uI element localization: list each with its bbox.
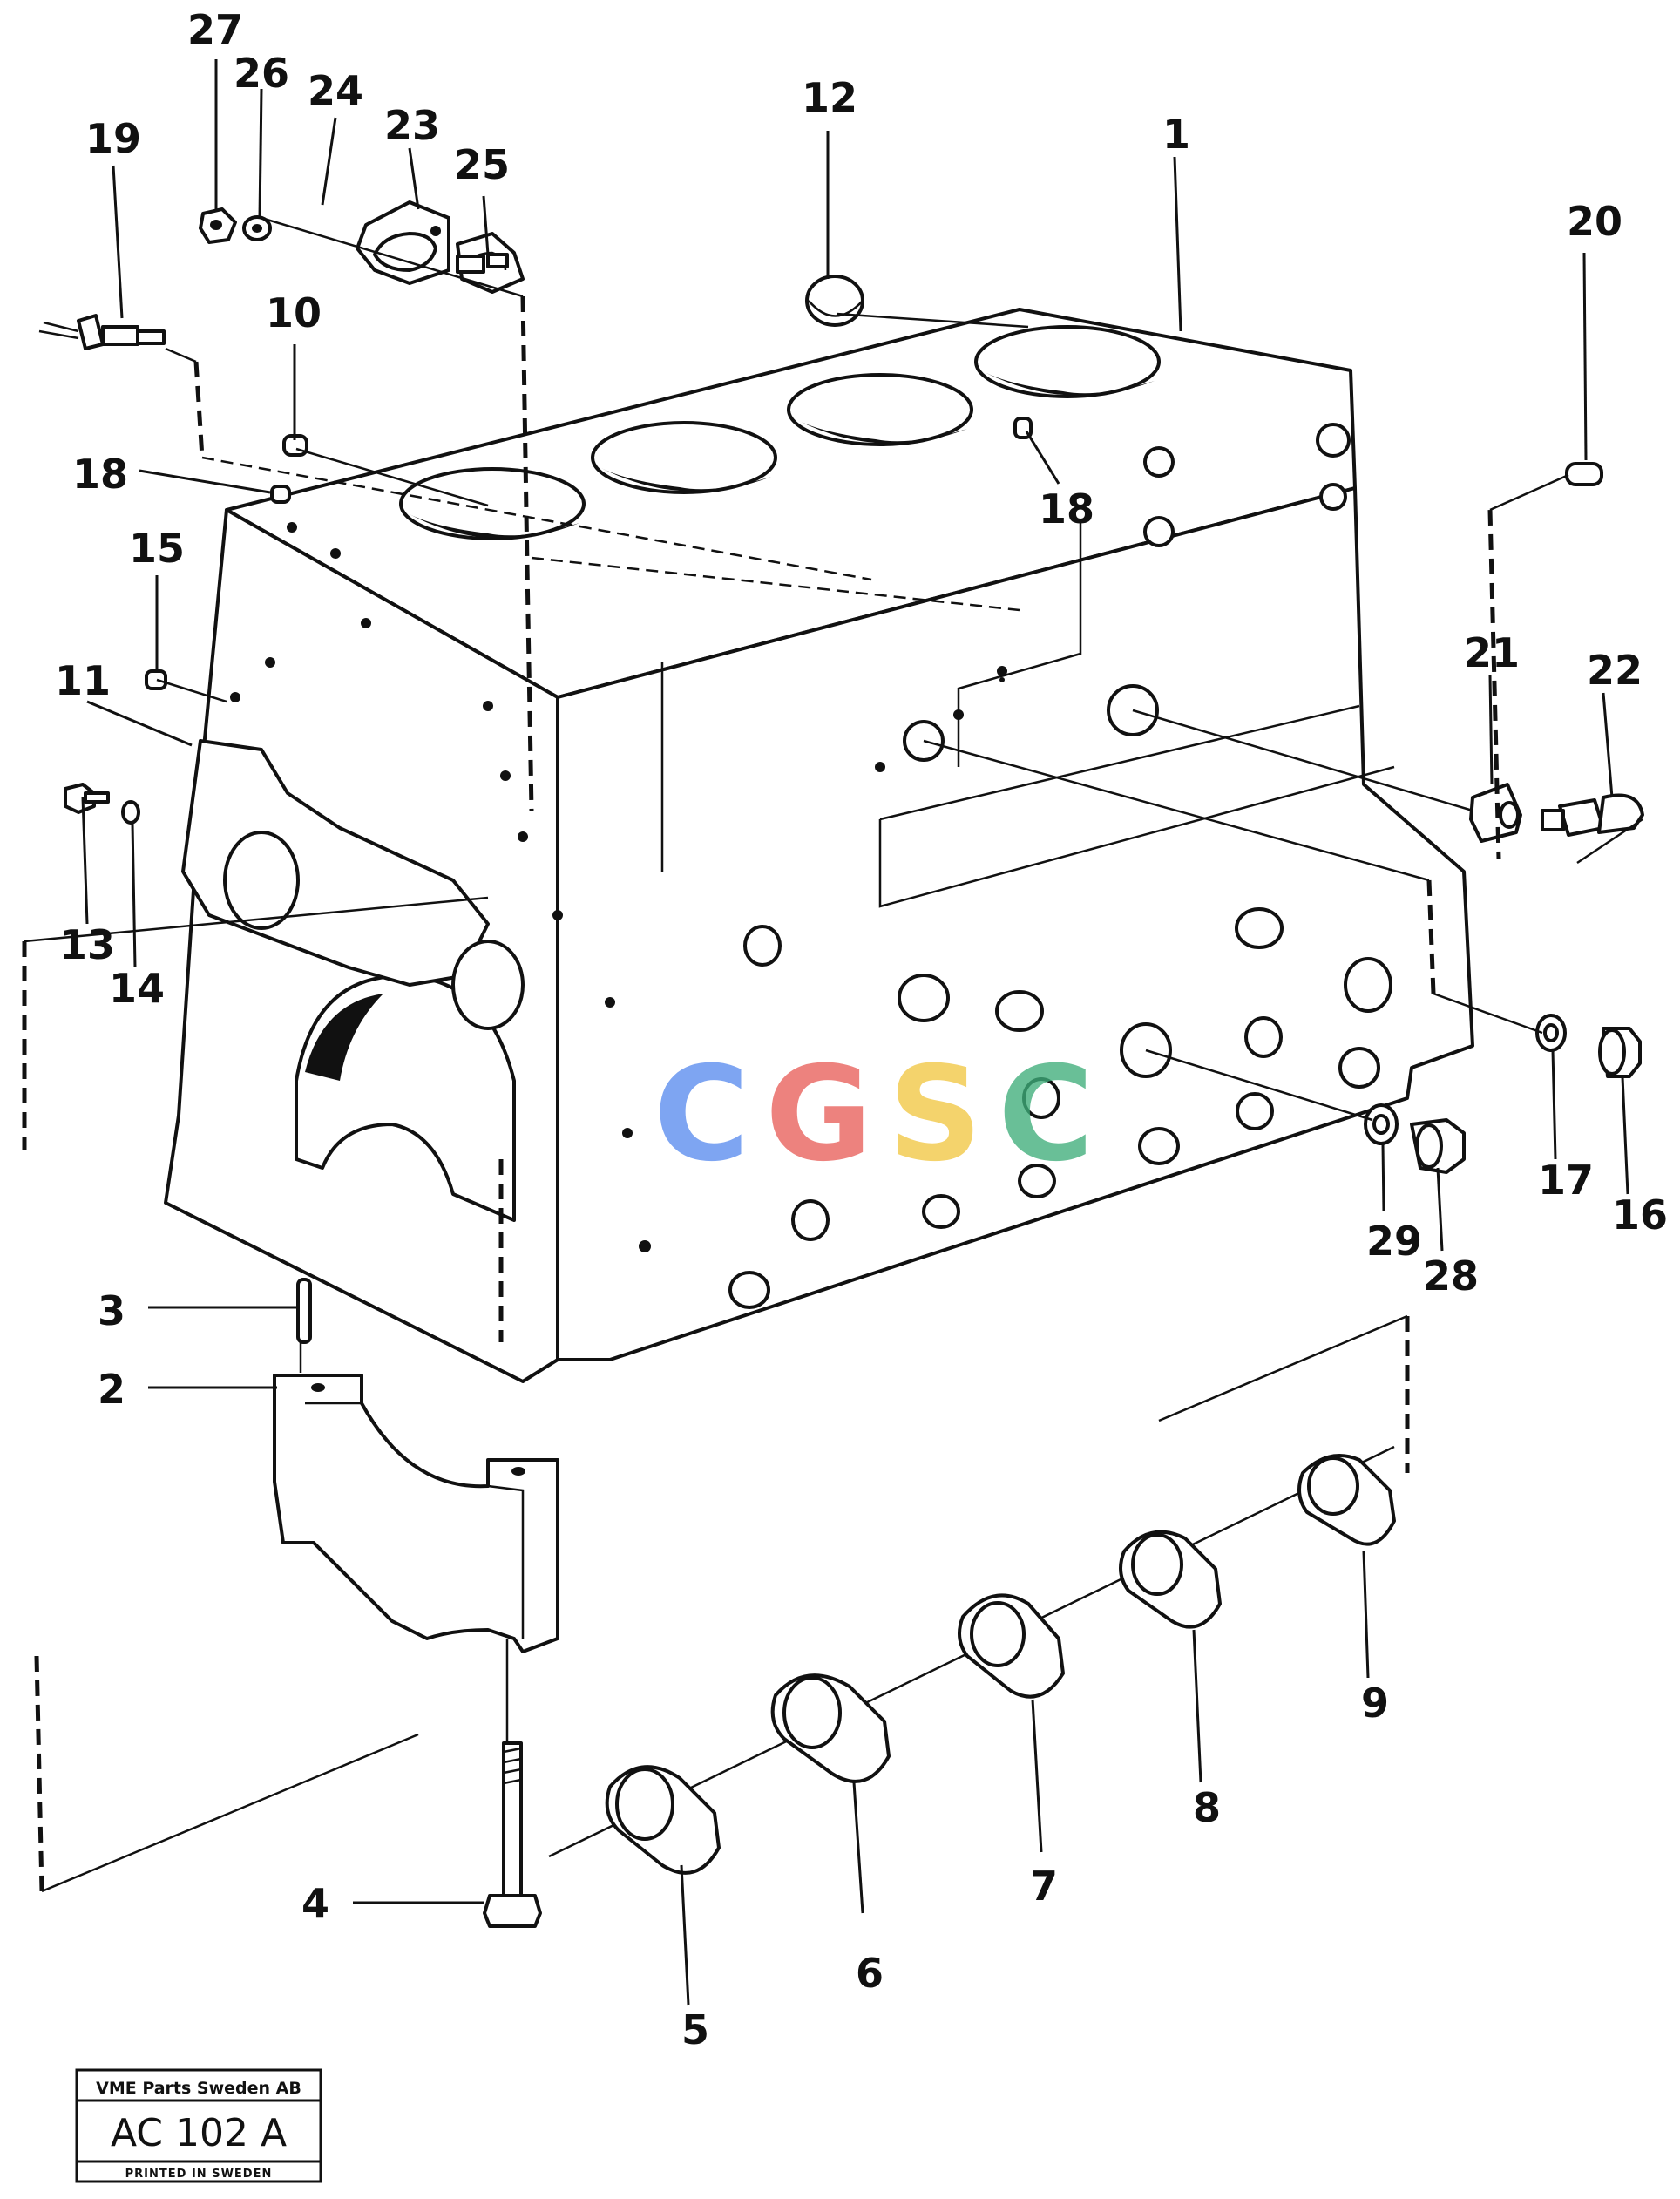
callout-16: 16	[1612, 1191, 1668, 1239]
watermark-letter: C	[654, 1039, 749, 1191]
callout-3: 3	[98, 1287, 125, 1334]
bearing-shell-5	[605, 1765, 721, 1875]
callout-13: 13	[59, 921, 115, 968]
callout-15: 15	[129, 525, 185, 572]
callout-14: 14	[109, 965, 165, 1012]
cylinder-block	[164, 308, 1474, 1383]
callout-7: 7	[1030, 1863, 1058, 1910]
callout-29: 29	[1366, 1218, 1422, 1265]
callout-1: 1	[1162, 111, 1190, 158]
callout-18b: 18	[1039, 485, 1094, 533]
callout-24: 24	[308, 67, 363, 114]
callout-20: 20	[1567, 198, 1622, 245]
callout-12: 12	[802, 74, 857, 121]
callout-25: 25	[454, 141, 510, 188]
callout-18a: 18	[72, 451, 128, 498]
callout-22: 22	[1587, 647, 1643, 694]
callout-8: 8	[1193, 1784, 1221, 1831]
watermark-letter: C	[998, 1039, 1094, 1191]
bearing-shell-8	[1119, 1530, 1222, 1629]
small-parts	[38, 200, 1644, 1174]
callout-28: 28	[1423, 1252, 1479, 1300]
stamp-code: AC 102 A	[111, 2111, 287, 2155]
callout-23: 23	[384, 102, 440, 149]
title-stamp: VME Parts Sweden AB AC 102 A PRINTED IN …	[75, 2068, 322, 2183]
bearing-cap-bolt	[483, 1741, 542, 1928]
callout-leaders	[81, 59, 1629, 2006]
callout-4: 4	[301, 1880, 329, 1927]
stamp-company: VME Parts Sweden AB	[96, 2079, 301, 2098]
bearing-shell-6	[770, 1673, 891, 1783]
callout-19: 19	[85, 115, 141, 162]
callout-26: 26	[234, 50, 289, 97]
callout-9: 9	[1361, 1680, 1389, 1727]
bearing-shell-9	[1297, 1454, 1396, 1546]
callout-6: 6	[856, 1950, 884, 1997]
main-bearing-cap	[273, 1374, 559, 1653]
stamp-printed: PRINTED IN SWEDEN	[125, 2168, 273, 2181]
callout-17: 17	[1538, 1157, 1594, 1204]
alignment-lines	[22, 216, 1569, 1893]
watermark-letter: S	[888, 1039, 982, 1191]
dowel-pin	[296, 1278, 312, 1344]
callout-5: 5	[681, 2006, 709, 2053]
callout-2: 2	[98, 1366, 125, 1413]
callout-21: 21	[1464, 629, 1520, 676]
main-bearing-shells	[548, 1445, 1396, 1875]
callout-11: 11	[55, 657, 111, 704]
bearing-shell-7	[958, 1593, 1065, 1699]
callout-10: 10	[266, 289, 322, 336]
callout-27: 27	[187, 6, 243, 53]
watermark-letter: G	[765, 1039, 872, 1191]
